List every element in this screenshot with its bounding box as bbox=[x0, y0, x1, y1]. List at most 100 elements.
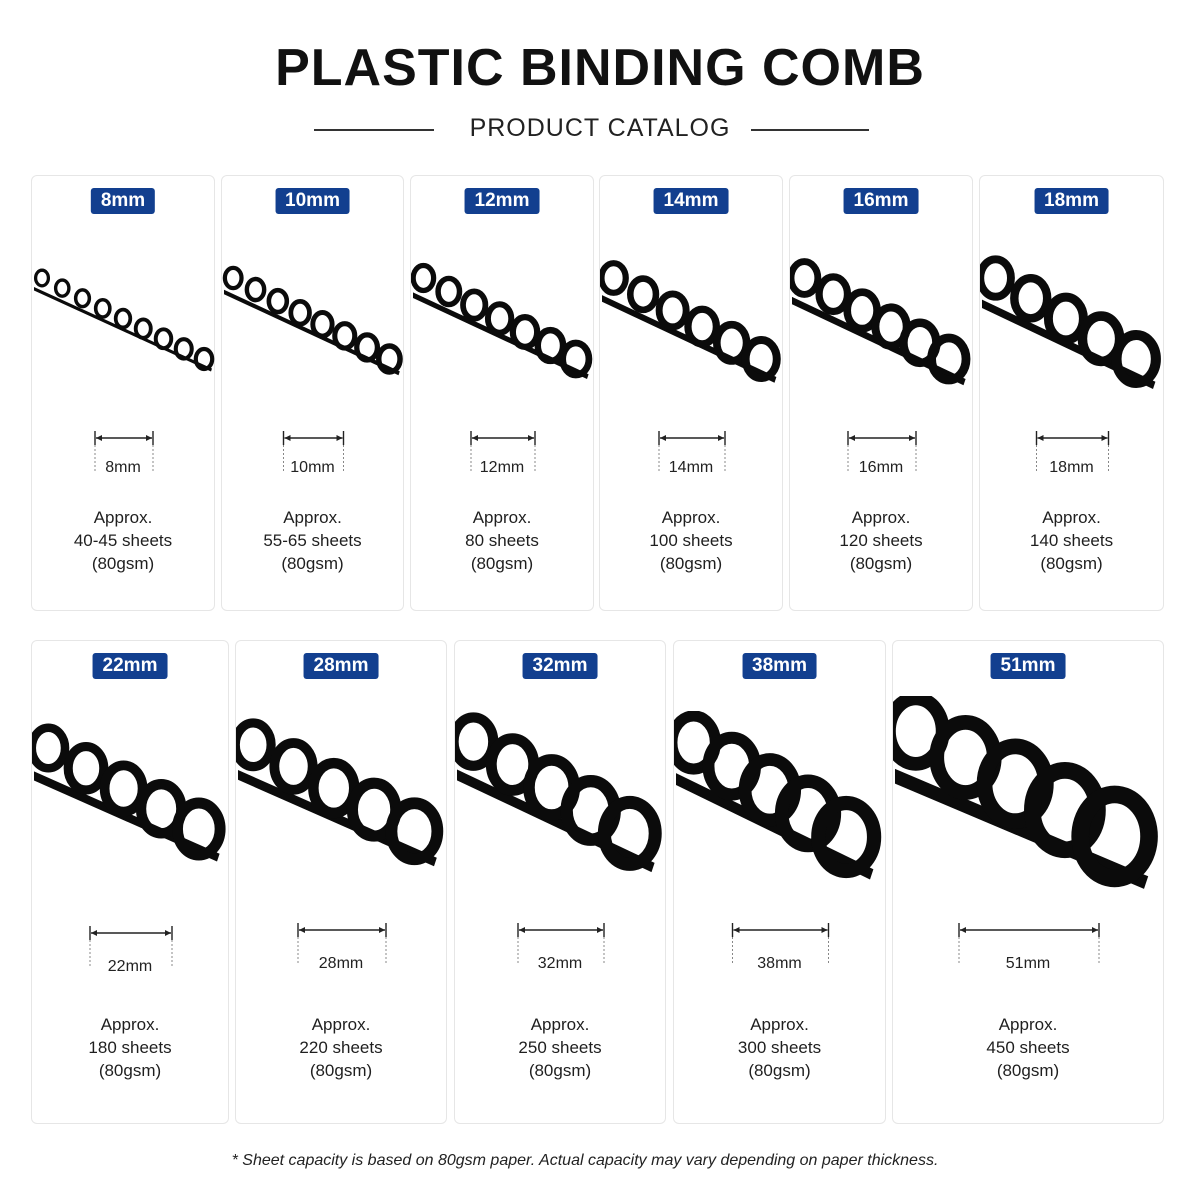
binding-comb-image bbox=[33, 268, 215, 372]
comb-spine bbox=[457, 769, 655, 873]
comb-spine bbox=[224, 289, 400, 376]
dimension-indicator bbox=[790, 431, 972, 479]
dimension-indicator bbox=[893, 923, 1163, 971]
comb-ring bbox=[559, 339, 593, 379]
comb-spine bbox=[982, 299, 1156, 389]
comb-spine bbox=[676, 773, 874, 880]
binding-comb-image bbox=[980, 255, 1161, 389]
comb-ring bbox=[193, 346, 215, 372]
comb-ring bbox=[222, 265, 244, 291]
dimension-arrow bbox=[1035, 431, 1110, 473]
size-badge: 10mm bbox=[275, 188, 350, 214]
capacity-sheets: 180 sheets bbox=[88, 1038, 172, 1057]
dimension-arrow bbox=[658, 431, 726, 473]
capacity-approx: Approx. bbox=[93, 508, 153, 527]
capacity-sheets: 40-45 sheets bbox=[73, 531, 173, 550]
comb-ring bbox=[509, 314, 541, 350]
dimension-arrow bbox=[731, 923, 830, 965]
capacity-paper: (80gsm) bbox=[996, 1061, 1060, 1080]
dimension-label: 8mm bbox=[105, 459, 141, 476]
size-badge: 14mm bbox=[653, 188, 729, 214]
comb-ring bbox=[626, 275, 660, 314]
comb-ring bbox=[600, 260, 629, 296]
comb-ring bbox=[354, 332, 381, 363]
comb-ring bbox=[133, 317, 153, 340]
capacity-paper: (80gsm) bbox=[528, 1061, 592, 1080]
comb-spine bbox=[34, 771, 220, 862]
dimension-indicator bbox=[236, 923, 446, 971]
capacity-sheets: 55-65 sheets bbox=[263, 531, 362, 550]
dimension-indicator bbox=[980, 431, 1163, 479]
dimension-indicator bbox=[32, 431, 214, 479]
dimension-arrow bbox=[847, 431, 917, 473]
dimension-arrow bbox=[517, 923, 605, 965]
size-badge: 8mm bbox=[90, 188, 156, 214]
comb-ring bbox=[712, 320, 751, 365]
capacity-sheets: 80 sheets bbox=[465, 531, 539, 550]
dimension-arrow bbox=[958, 923, 1100, 965]
capacity-approx: Approx. bbox=[1042, 508, 1101, 527]
comb-ring bbox=[684, 305, 721, 348]
comb-ring bbox=[236, 718, 276, 772]
capacity-sheets: 220 sheets bbox=[299, 1038, 383, 1057]
comb-ring bbox=[53, 278, 71, 298]
comb-ring bbox=[655, 290, 690, 331]
capacity-sheets: 450 sheets bbox=[986, 1038, 1070, 1057]
comb-ring bbox=[980, 255, 1015, 301]
binding-comb-image bbox=[674, 711, 882, 880]
page-subtitle: PRODUCT CATALOG bbox=[469, 114, 731, 142]
dimension-label: 32mm bbox=[537, 955, 583, 972]
size-badge: 38mm bbox=[742, 653, 817, 679]
footnote: * Sheet capacity is based on 80gsm paper… bbox=[231, 1152, 939, 1169]
capacity-sheets: 300 sheets bbox=[737, 1038, 822, 1057]
capacity-paper: (80gsm) bbox=[659, 554, 723, 573]
dimension-label: 12mm bbox=[479, 459, 525, 476]
comb-ring bbox=[172, 797, 226, 861]
sheet-capacity: Approx.120 sheets(80gsm) bbox=[790, 506, 972, 575]
capacity-approx: Approx. bbox=[998, 1015, 1058, 1034]
subtitle-row: PRODUCT CATALOG bbox=[0, 114, 1200, 148]
comb-ring bbox=[244, 276, 267, 303]
dimension-label: 51mm bbox=[1005, 955, 1051, 972]
comb-ring bbox=[1043, 292, 1088, 345]
comb-ring bbox=[815, 273, 852, 316]
capacity-sheets: 120 sheets bbox=[839, 531, 923, 550]
capacity-paper: (80gsm) bbox=[91, 554, 155, 573]
dimension-indicator bbox=[32, 926, 228, 974]
comb-ring bbox=[113, 307, 133, 330]
capacity-paper: (80gsm) bbox=[98, 1061, 162, 1080]
capacity-approx: Approx. bbox=[750, 1015, 809, 1034]
dimension-arrow bbox=[89, 926, 173, 968]
sheet-capacity: Approx.100 sheets(80gsm) bbox=[600, 506, 782, 575]
capacity-approx: Approx. bbox=[851, 508, 911, 527]
sheet-capacity: Approx.140 sheets(80gsm) bbox=[980, 506, 1163, 575]
comb-ring bbox=[332, 321, 358, 351]
comb-ring bbox=[63, 741, 109, 795]
sheet-capacity: Approx.180 sheets(80gsm) bbox=[32, 1013, 228, 1082]
comb-ring bbox=[33, 268, 51, 288]
dimension-indicator bbox=[222, 431, 403, 479]
sheet-capacity: Approx. 450 sheets (80gsm) bbox=[893, 1013, 1163, 1082]
comb-ring bbox=[927, 333, 971, 385]
comb-ring bbox=[266, 287, 290, 315]
comb-ring bbox=[173, 337, 194, 361]
comb-ring bbox=[811, 795, 882, 879]
capacity-approx: Approx. bbox=[472, 508, 532, 527]
dimension-label: 22mm bbox=[107, 958, 153, 975]
subtitle-rule-right bbox=[751, 129, 869, 131]
binding-comb-image bbox=[236, 718, 444, 867]
size-badge: 22mm bbox=[92, 653, 168, 679]
capacity-paper: (80gsm) bbox=[309, 1061, 373, 1080]
dimension-arrow bbox=[297, 923, 387, 965]
comb-ring bbox=[153, 327, 174, 351]
sheet-capacity: Approx. 220 sheets (80gsm) bbox=[236, 1013, 446, 1082]
size-badge: 16mm bbox=[843, 188, 919, 214]
capacity-approx: Approx. bbox=[311, 1015, 371, 1034]
sheet-capacity: Approx.250 sheets(80gsm) bbox=[455, 1013, 665, 1082]
